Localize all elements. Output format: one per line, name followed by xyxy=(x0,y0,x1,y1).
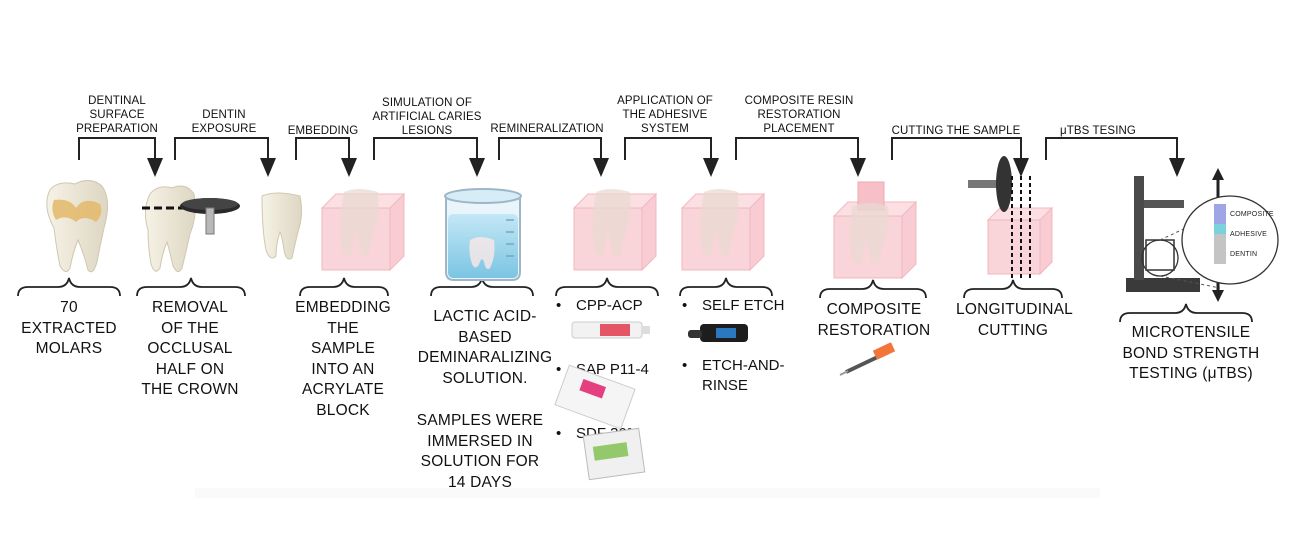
arrowhead-9 xyxy=(1169,158,1185,177)
cutting-disc-icon xyxy=(180,198,240,235)
top-connectors xyxy=(78,137,1178,160)
step-label-2: DENTIN EXPOSURE xyxy=(191,109,257,135)
brace-3 xyxy=(299,277,389,297)
desc-embedding-block: EMBEDDING THE SAMPLE INTO AN ACRYLATE BL… xyxy=(295,299,391,419)
step-label-6: APPLICATION OF THE ADHESIVE SYSTEM xyxy=(617,95,713,135)
arrowhead-1 xyxy=(147,158,163,177)
remin-agent-sdf: SDF 30% xyxy=(556,424,666,444)
brace-1 xyxy=(17,277,121,297)
step-label-7: COMPOSITE RESIN RESTORATION PLACEMENT xyxy=(744,95,854,135)
desc-extracted-molars: 70 EXTRACTED MOLARS xyxy=(21,299,117,357)
inset-label-adhesive: ADHESIVE xyxy=(1230,231,1267,238)
step-label-8: CUTTING THE SAMPLE xyxy=(891,125,1021,137)
step-label-1: DENTINAL SURFACE PREPARATION xyxy=(76,95,158,135)
connector-2 xyxy=(174,137,269,160)
desc-composite-restoration: COMPOSITE RESTORATION xyxy=(817,301,931,339)
brace-5 xyxy=(555,277,659,297)
remin-agent-cpp-acp: CPP-ACP xyxy=(556,296,666,316)
adhesive-etch-and-rinse: ETCH-AND- RINSE xyxy=(682,356,802,396)
connector-4 xyxy=(373,137,478,160)
step-label-5: REMINERALIZATION xyxy=(490,123,604,135)
desc-immersion: SAMPLES WERE IMMERSED IN SOLUTION FOR 14… xyxy=(416,412,544,491)
composite-block-icon xyxy=(832,181,918,280)
brace-2 xyxy=(136,277,246,297)
step-label-3: EMBEDDING xyxy=(287,125,359,137)
arrowhead-3 xyxy=(341,158,357,177)
sectioning-disc-icon xyxy=(968,156,1054,278)
connector-6 xyxy=(624,137,712,160)
step-label-9: μTBS TESING xyxy=(1060,125,1136,137)
tooth-icon xyxy=(261,192,303,260)
inset-label-dentin: DENTIN xyxy=(1230,251,1258,258)
acrylic-block-icon xyxy=(320,189,406,272)
brace-7 xyxy=(819,279,927,299)
brace-8 xyxy=(963,279,1063,299)
connector-1 xyxy=(78,137,156,160)
remin-block-icon xyxy=(572,189,658,272)
inset-label-composite: COMPOSITE xyxy=(1230,211,1274,218)
connector-8 xyxy=(891,137,1022,160)
cut-molar-icon xyxy=(142,185,200,272)
arrowhead-6 xyxy=(703,158,719,177)
desc-demineralizing: LACTIC ACID- BASED DEMINARALIZING SOLUTI… xyxy=(417,308,553,387)
arrowheads xyxy=(147,158,1185,177)
desc-longitudinal-cutting: LONGITUDINAL CUTTING xyxy=(956,301,1073,339)
adhesive-self-etch: SELF ETCH xyxy=(682,296,802,316)
brace-6 xyxy=(679,277,773,297)
bottom-band xyxy=(195,488,1100,498)
connector-5 xyxy=(498,137,602,160)
connector-7 xyxy=(735,137,859,160)
remin-agent-list: CPP-ACP SAP P11-4 SDF 30% xyxy=(556,296,666,444)
arrowhead-2 xyxy=(260,158,276,177)
arrowhead-4 xyxy=(469,158,485,177)
adhesive-system-list: SELF ETCH ETCH-AND- RINSE xyxy=(682,296,802,396)
brace-9 xyxy=(1119,303,1253,323)
testing-machine-icon xyxy=(1126,168,1279,302)
arrowhead-8 xyxy=(1013,158,1029,177)
desc-removal-occlusal: REMOVAL OF THE OCCLUSAL HALF ON THE CROW… xyxy=(141,299,239,398)
beaker-icon xyxy=(444,188,522,281)
adhesive-block-icon xyxy=(680,189,766,272)
bottom-braces xyxy=(17,277,1253,323)
molar-icon xyxy=(46,180,108,273)
arrowhead-7 xyxy=(850,158,866,177)
connector-9 xyxy=(1045,137,1178,160)
connector-3 xyxy=(295,137,350,160)
arrowhead-5 xyxy=(593,158,609,177)
step-label-4: SIMULATION OF ARTIFICIAL CARIES LESIONS xyxy=(372,97,482,137)
desc-microtensile: MICROTENSILE BOND STRENGTH TESTING (μTBS… xyxy=(1122,324,1260,382)
remin-agent-sap: SAP P11-4 xyxy=(556,360,666,380)
